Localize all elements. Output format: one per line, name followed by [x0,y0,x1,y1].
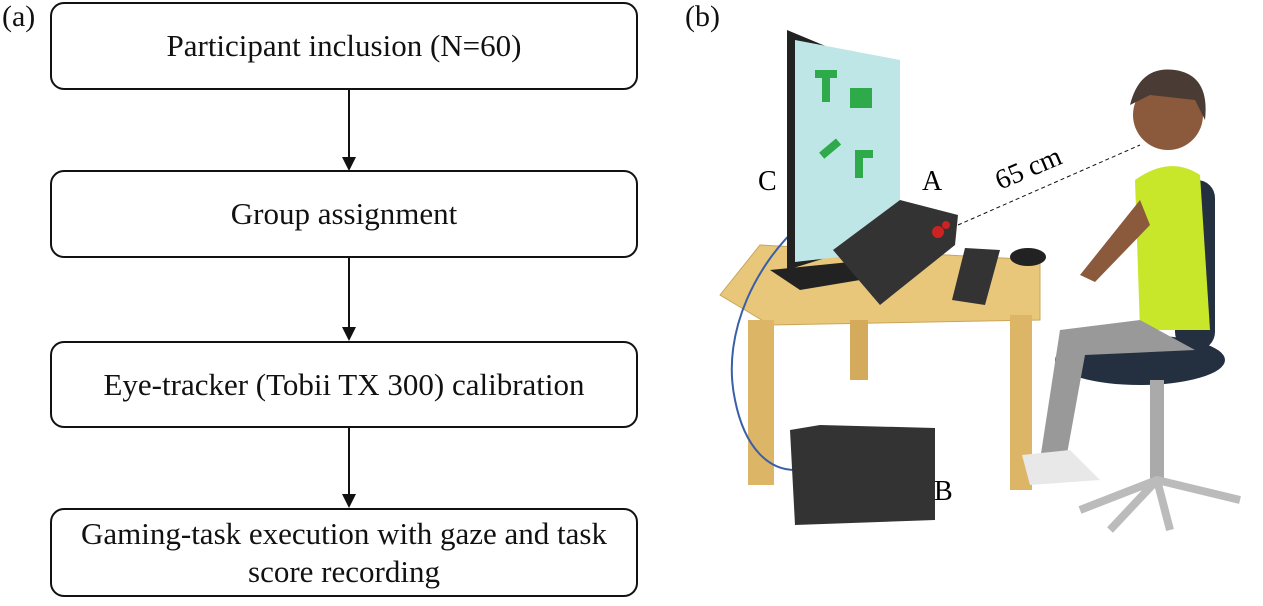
chair-base [1078,475,1241,533]
arrowhead-2 [342,327,356,341]
distance-label: 65 cm [991,141,1067,197]
label-c: C [758,166,777,197]
step-group-assignment: Group assignment [50,170,638,258]
arrowhead-1 [342,157,356,171]
person-arm [1080,200,1150,282]
setup-illustration: C A B 65 cm [719,30,1241,533]
chair-post [1150,380,1164,480]
cable [730,224,801,471]
arrowhead-3 [342,494,356,508]
mouse [1010,248,1046,266]
desk-leg [748,320,774,485]
person-legs [1040,320,1195,465]
keyboard [952,248,1000,305]
step-eye-tracker-calibration: Eye-tracker (Tobii TX 300) calibration [50,341,638,428]
screen-glyphs [815,70,873,178]
person-shoe [1022,450,1100,485]
label-a: A [922,166,943,197]
computer-box-b [790,425,935,525]
distance-line [957,144,1141,226]
monitor-screen [795,40,900,262]
tracker-lens [932,226,944,238]
arrow-2 [348,258,350,328]
step-participant-inclusion: Participant inclusion (N=60) [50,2,638,90]
person-shirt [1135,166,1210,330]
desk-leg [1010,315,1032,490]
label-b: B [934,476,953,507]
person-hair [1130,69,1206,120]
panel-b-label: (b) [685,0,720,33]
desk-leg [850,320,868,380]
eye-tracker-a [833,200,958,305]
panel-a-label: (a) [2,0,36,33]
step-gaming-task: Gaming-task execution with gaze and task… [50,508,638,597]
arrow-3 [348,428,350,495]
arrow-1 [348,90,350,158]
